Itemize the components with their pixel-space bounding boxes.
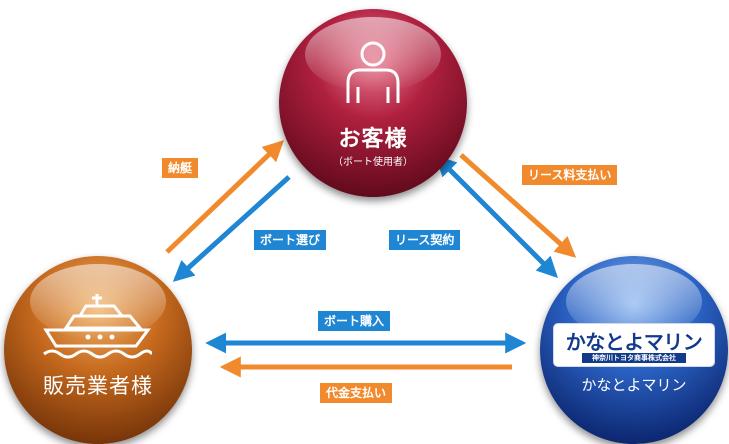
- lease-payment-label: リース料支払い: [522, 165, 618, 185]
- marine-logo-subtext: 神奈川トヨタ商事株式会社: [582, 353, 686, 363]
- boat-choice-label: ボート選び: [254, 230, 327, 250]
- marine-logo: かなとよマリン 神奈川トヨタ商事株式会社: [554, 324, 714, 366]
- payment-label: 代金支払い: [320, 383, 393, 403]
- delivery-label: 納艇: [162, 158, 199, 178]
- customer-node: お客様 （ボート使用者）: [279, 9, 467, 197]
- lease-payment-arrow: [459, 153, 577, 258]
- dealer-title: 販売業者様: [43, 374, 153, 398]
- lease-contract-label: リース契約: [389, 230, 461, 250]
- boat-purchase-label: ボート購入: [318, 311, 391, 331]
- marine-logo-text: かなとよマリン: [565, 330, 703, 354]
- lease-contract-arrow: [435, 155, 558, 278]
- yacht-icon: [43, 294, 152, 359]
- customer-subtitle: （ボート使用者）: [333, 157, 413, 168]
- marine-name: かなとよマリン: [581, 376, 687, 394]
- delivery-arrow: [165, 140, 285, 254]
- marine-node: かなとよマリン 神奈川トヨタ商事株式会社 かなとよマリン: [540, 256, 728, 444]
- dealer-node: 販売業者様: [4, 256, 192, 444]
- person-icon: [346, 41, 400, 103]
- boat-choice-arrow: [172, 175, 291, 282]
- customer-title: お客様: [338, 126, 408, 152]
